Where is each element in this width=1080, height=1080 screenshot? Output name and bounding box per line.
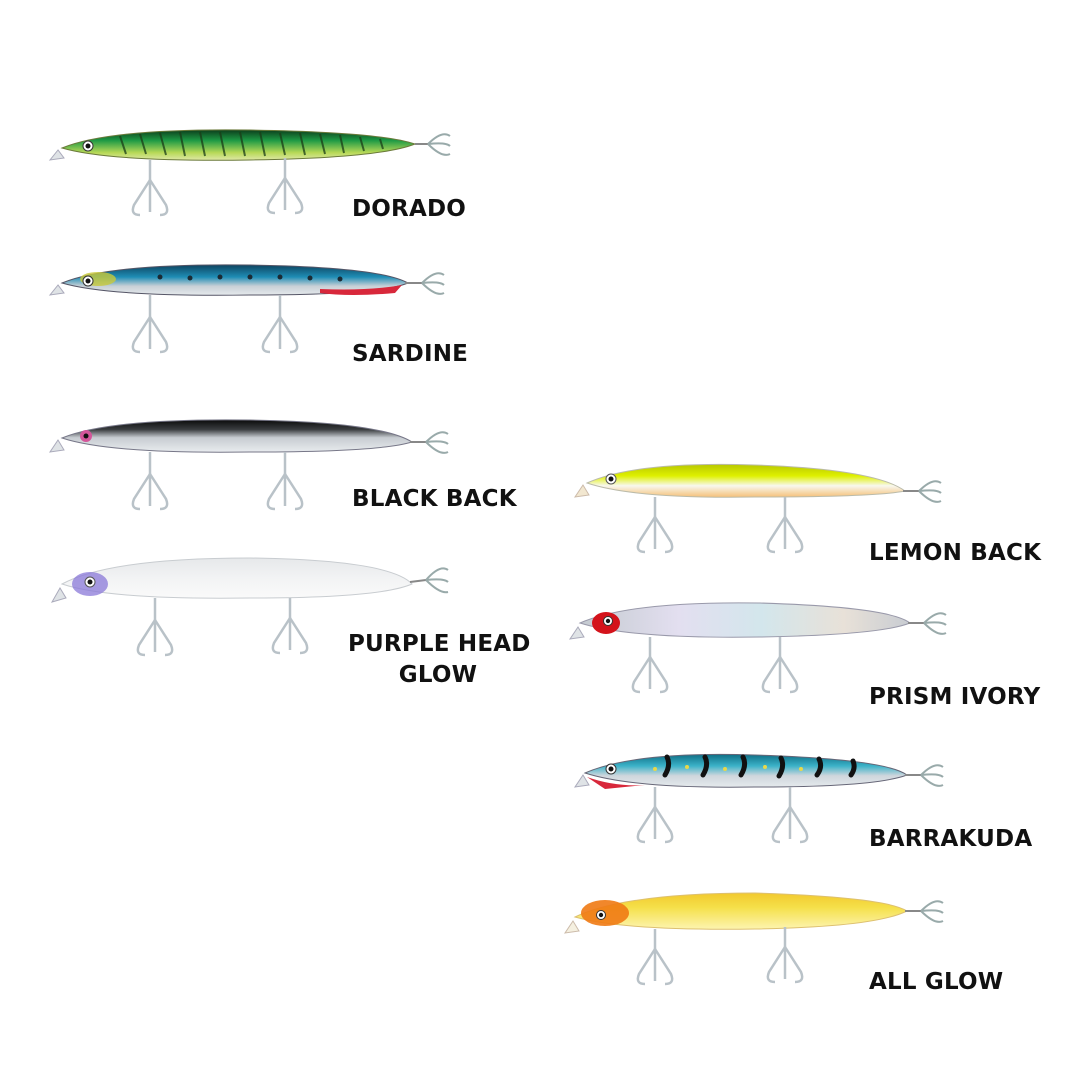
- lure-name-black-back: BLACK BACK: [352, 486, 517, 512]
- lure-lemon-back-image: [573, 455, 975, 565]
- lure-black-back-image: [48, 410, 480, 520]
- lure-barrakuda-drawing: [573, 753, 944, 844]
- lure-prism-ivory-drawing: [568, 602, 947, 694]
- lure-black-back-drawing: [48, 419, 449, 511]
- lure-all-glow-drawing: [563, 892, 944, 986]
- lure-sardine-image: [48, 255, 480, 365]
- lure-barrakuda-image: [573, 745, 975, 855]
- lure-name-purple-head-glow-line-2: GLOW: [398, 662, 478, 688]
- lure-dorado-drawing: [48, 129, 451, 217]
- lure-name-prism-ivory: PRISM IVORY: [869, 684, 1041, 710]
- lure-name-sardine: SARDINE: [352, 341, 469, 367]
- lure-sardine-drawing: [48, 264, 445, 354]
- lure-all-glow-image: [563, 885, 975, 995]
- lure-purple-head-glow-drawing: [50, 557, 449, 657]
- lure-name-all-glow: ALL GLOW: [869, 969, 1004, 995]
- lure-lemon-back-drawing: [573, 463, 942, 554]
- lure-dorado-image: [48, 120, 480, 230]
- lure-name-barrakuda: BARRAKUDA: [869, 826, 1033, 852]
- lure-prism-ivory-image: [568, 595, 980, 705]
- lure-name-lemon-back: LEMON BACK: [869, 540, 1042, 566]
- lure-name-purple-head-glow: PURPLE HEAD GLOW: [348, 629, 531, 691]
- lure-purple-head-glow-image: [50, 550, 480, 665]
- lure-name-purple-head-glow-line-1: PURPLE HEAD: [348, 631, 531, 657]
- lure-name-dorado: DORADO: [352, 196, 466, 222]
